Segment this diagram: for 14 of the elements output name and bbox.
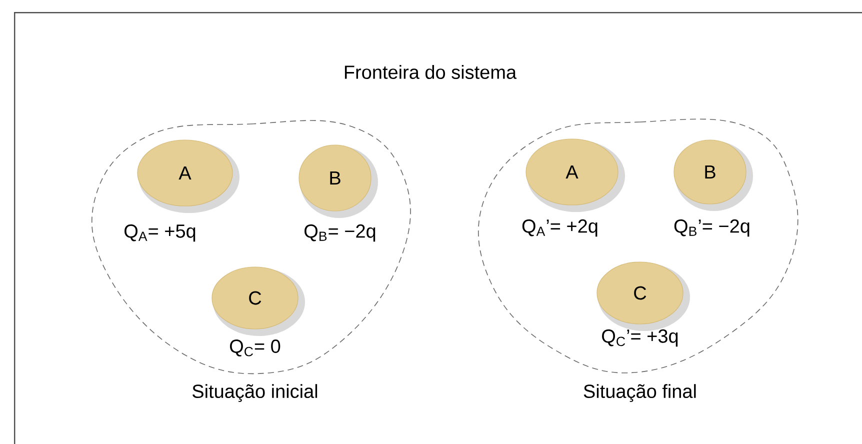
title: Fronteira do sistema <box>344 65 517 79</box>
region-caption: Situação final <box>584 384 696 402</box>
charge-label: Q$_{C}$= 0 <box>230 340 280 356</box>
charge-label: Q$_{A}$’= +2q <box>522 219 598 237</box>
charged-body: A <box>137 140 240 213</box>
charge-label: Q$_{A}$= +5q <box>124 224 196 242</box>
charged-body: B <box>298 144 378 218</box>
charged-body: B <box>674 140 753 211</box>
charged-body: C <box>212 266 305 336</box>
charged-body: A <box>526 138 625 212</box>
region-caption: Situação inicial <box>192 384 318 402</box>
charge-label: Q$_{B}$’= −2q <box>674 219 750 237</box>
charge-label: Q$_{B}$= −2q <box>304 224 376 242</box>
charge-label: Q$_{C}$’= +3q <box>602 329 678 347</box>
